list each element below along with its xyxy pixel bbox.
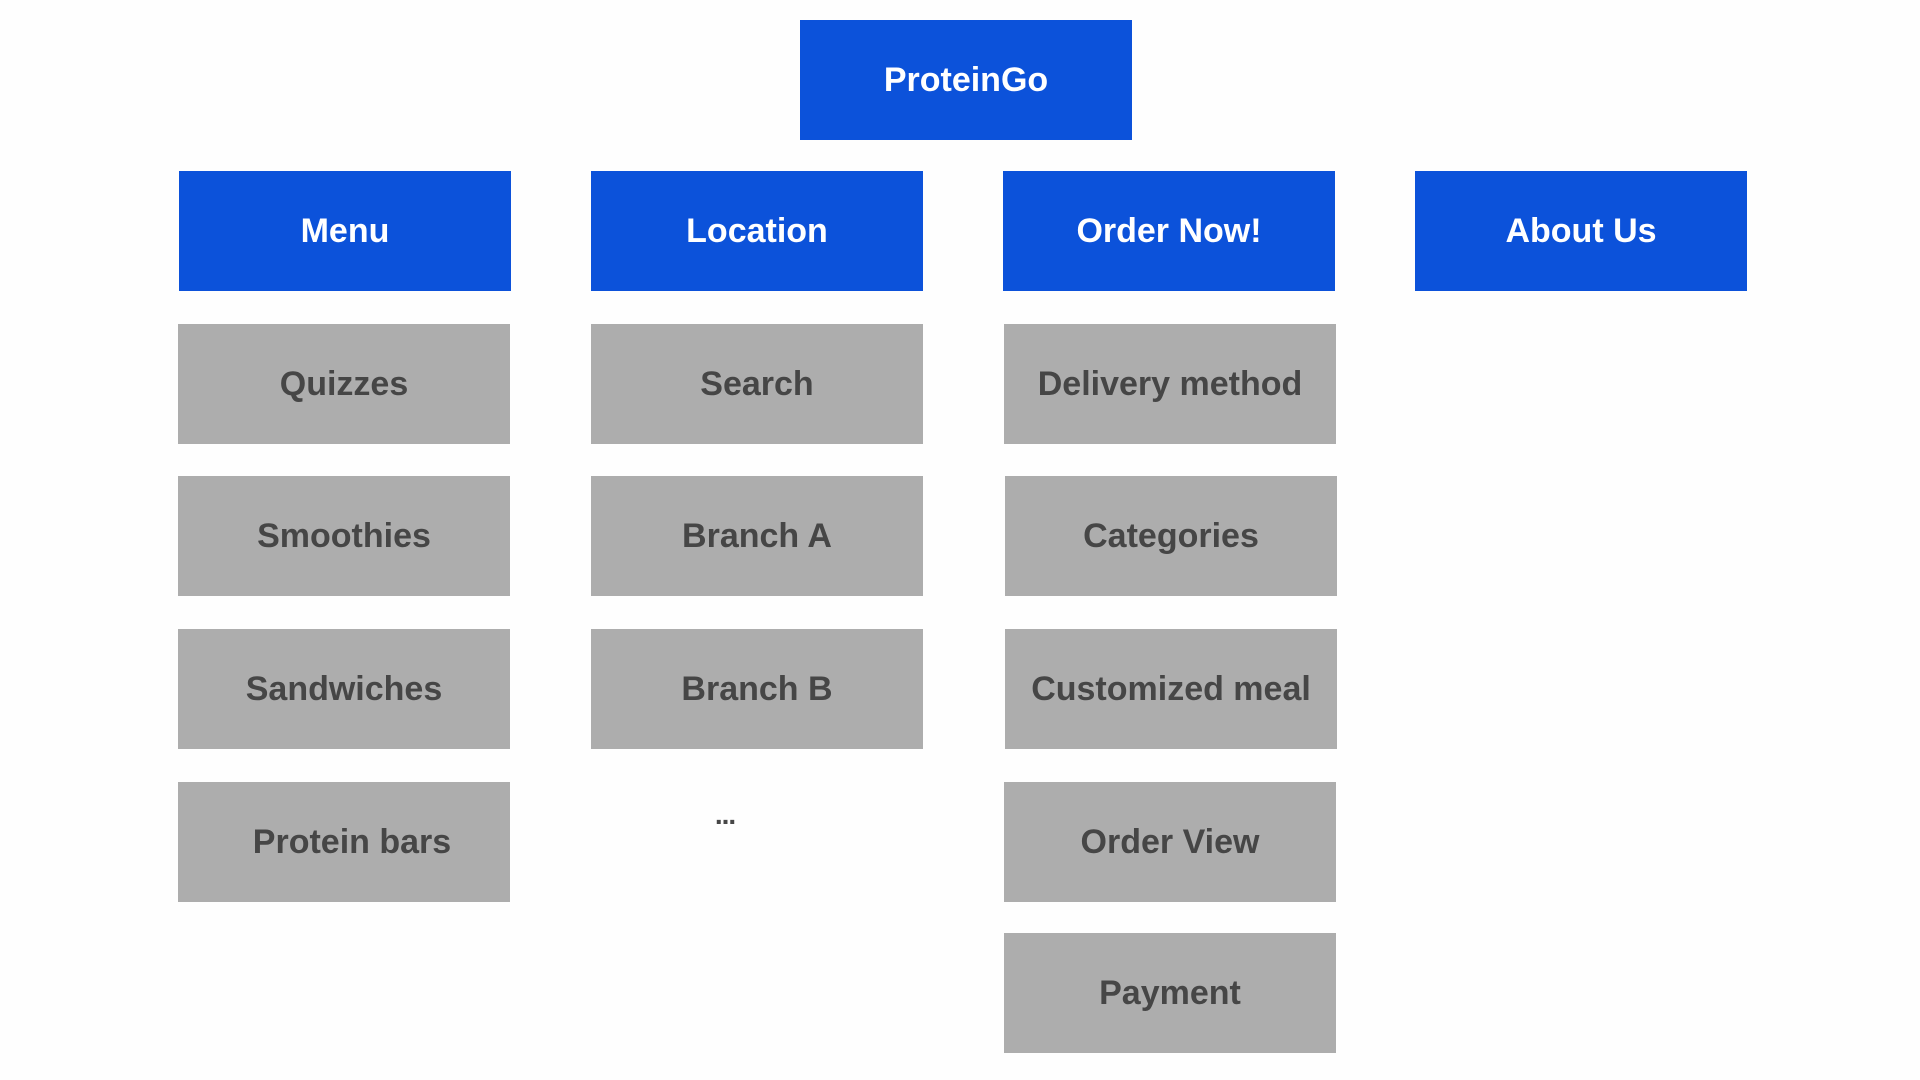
location-item-branch-b: Branch B bbox=[591, 629, 923, 749]
order-item-payment-label: Payment bbox=[1099, 973, 1241, 1012]
menu-item-protein-bars-label: Protein bars bbox=[252, 822, 452, 861]
section-about-us: About Us bbox=[1415, 171, 1747, 291]
section-about-us-label: About Us bbox=[1505, 211, 1657, 250]
menu-item-sandwiches-label: Sandwiches bbox=[245, 669, 443, 708]
location-item-branch-b-label: Branch B bbox=[681, 669, 833, 708]
order-item-delivery-method: Delivery method bbox=[1004, 324, 1336, 444]
location-more-ellipsis: ... bbox=[714, 799, 736, 830]
root-node: ProteinGo bbox=[800, 20, 1132, 140]
section-location: Location bbox=[591, 171, 923, 291]
location-item-search-label: Search bbox=[700, 364, 814, 403]
location-item-branch-a-label: Branch A bbox=[682, 516, 832, 555]
order-item-customized-meal: Customized meal bbox=[1005, 629, 1337, 749]
menu-item-sandwiches: Sandwiches bbox=[178, 629, 510, 749]
menu-item-protein-bars: Protein bars bbox=[178, 782, 510, 902]
location-item-branch-a: Branch A bbox=[591, 476, 923, 596]
order-item-delivery-method-label: Delivery method bbox=[1037, 364, 1303, 403]
menu-item-quizzes: Quizzes bbox=[178, 324, 510, 444]
menu-item-smoothies-label: Smoothies bbox=[257, 516, 431, 555]
section-menu-label: Menu bbox=[300, 211, 390, 250]
section-order-now-label: Order Now! bbox=[1076, 211, 1262, 250]
menu-item-smoothies: Smoothies bbox=[178, 476, 510, 596]
section-location-label: Location bbox=[686, 211, 828, 250]
order-item-customized-meal-label: Customized meal bbox=[1031, 669, 1311, 708]
order-item-categories-label: Categories bbox=[1083, 516, 1259, 555]
order-item-order-view-label: Order View bbox=[1080, 822, 1260, 861]
section-menu: Menu bbox=[179, 171, 511, 291]
root-label: ProteinGo bbox=[883, 60, 1049, 99]
section-order-now: Order Now! bbox=[1003, 171, 1335, 291]
order-item-categories: Categories bbox=[1005, 476, 1337, 596]
order-item-payment: Payment bbox=[1004, 933, 1336, 1053]
menu-item-quizzes-label: Quizzes bbox=[279, 364, 409, 403]
location-item-search: Search bbox=[591, 324, 923, 444]
order-item-order-view: Order View bbox=[1004, 782, 1336, 902]
